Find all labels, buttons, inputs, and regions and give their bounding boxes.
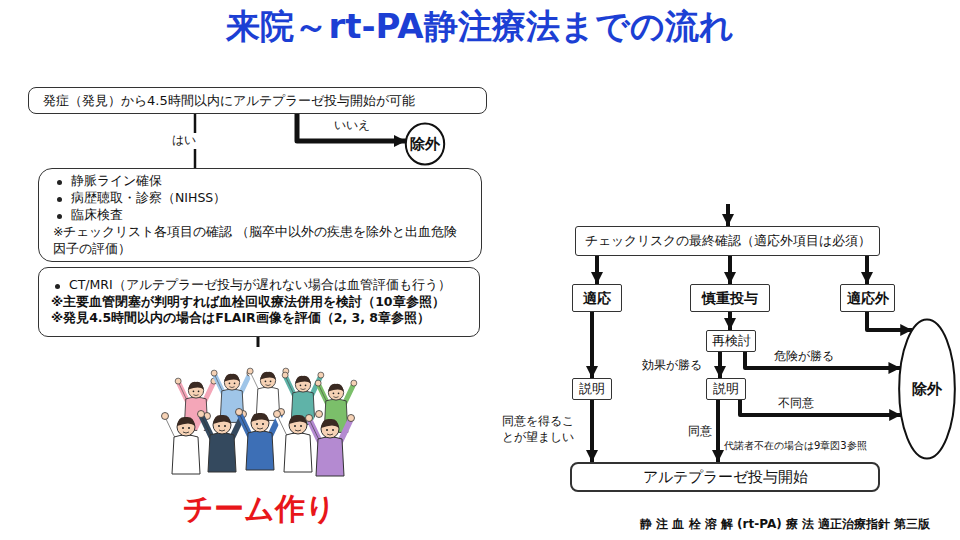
edge-label: 同意を得ることが望ましい [500, 414, 584, 445]
decision-box: 適応 [572, 284, 622, 312]
process-box: 説明 [706, 378, 746, 400]
node-text: チェックリスクの最終確認（適応外項目は必須） [585, 232, 871, 250]
decision-box: 適応外 [840, 284, 895, 312]
connector-arrow [718, 352, 722, 378]
text-row: 臨床検査 [53, 207, 467, 224]
node-text: 説明 [579, 380, 605, 398]
connector-arrow [590, 400, 594, 462]
connector-arrow [865, 256, 869, 284]
process-box: CT/MRI（アルテプラーゼ投与が遅れない場合は血管評価も行う）※主要血管閉塞が… [38, 267, 480, 337]
team-caption: チーム作り [183, 490, 336, 528]
incoming-arrow [726, 204, 730, 226]
process-box: 説明 [572, 378, 612, 400]
node-text: 除外 [410, 134, 440, 154]
text-row: 除外 [410, 134, 440, 154]
node-text: 臨床検査 [71, 207, 123, 224]
node-text: 適応外 [847, 289, 889, 308]
node-text: 病歴聴取・診察（NIHSS） [71, 190, 226, 207]
text-row: 再検討 [712, 332, 751, 350]
edge-label: いいえ [332, 118, 372, 134]
node-text: 再検討 [712, 332, 751, 350]
node-text: ※チェックリスト各項目の確認 （脳卒中以外の疾患を除外と出血危険因子の評価） [53, 224, 467, 258]
bullet-dot [57, 197, 62, 202]
process-box: 静脈ライン確保病歴聴取・診察（NIHSS）臨床検査※チェックリスト各項目の確認 … [38, 168, 482, 262]
exclude-ellipse: 除外 [898, 318, 956, 460]
process-box: アルテプラーゼ投与開始 [570, 462, 880, 492]
edge-label: 危険が勝る [772, 349, 836, 365]
text-row: CT/MRI（アルテプラーゼ投与が遅れない場合は血管評価も行う） [51, 277, 467, 294]
note-text: 代諾者不在の場合は9章図3参照 [724, 440, 867, 453]
node-text: 発症（発見）から4.5時間以内にアルテプラーゼ投与開始が可能 [43, 92, 415, 110]
text-row: ※主要血管閉塞が判明すれば血栓回収療法併用を検討（10章参照） [51, 294, 467, 311]
text-row: 適応 [583, 289, 611, 308]
node-text: アルテプラーゼ投与開始 [643, 467, 808, 487]
source-caption: 静 注 血 栓 溶 解 (rt-PA) 療 法 適正治療指針 第三版 [640, 517, 930, 532]
node-text: 説明 [713, 380, 739, 398]
text-row: 発症（発見）から4.5時間以内にアルテプラーゼ投与開始が可能 [43, 92, 472, 110]
team-illustration [162, 368, 357, 476]
node-text: ※発見4.5時間以内の場合はFLAIR画像を評価（2, 3, 8章参照） [51, 310, 430, 327]
edge-label: 効果が勝る [640, 358, 704, 374]
process-box: チェックリスクの最終確認（適応外項目は必須） [575, 226, 880, 256]
text-row: 慎重投与 [702, 289, 758, 308]
text-row: 説明 [713, 380, 739, 398]
edge-label: 不同意 [776, 396, 816, 412]
node-text: 適応 [583, 289, 611, 308]
node-text: 除外 [912, 379, 942, 399]
connector-arrow [716, 400, 720, 462]
text-row: 静脈ライン確保 [53, 173, 467, 190]
text-row: 病歴聴取・診察（NIHSS） [53, 190, 467, 207]
connector-arrow [867, 312, 912, 330]
text-row: 適応外 [847, 289, 889, 308]
edge-label: 同意 [686, 424, 714, 440]
decision-box: 慎重投与 [690, 284, 770, 312]
connector-arrow [595, 256, 599, 284]
edge-label: はい [170, 133, 198, 149]
connector-arrow [728, 312, 732, 330]
continuation-line [257, 337, 260, 347]
text-row: アルテプラーゼ投与開始 [643, 467, 808, 487]
text-row: ※チェックリスト各項目の確認 （脳卒中以外の疾患を除外と出血危険因子の評価） [53, 224, 467, 258]
connector-arrow [728, 256, 732, 284]
process-box: 発症（発見）から4.5時間以内にアルテプラーゼ投与開始が可能 [28, 87, 487, 114]
node-text: 静脈ライン確保 [71, 173, 162, 190]
text-row: 説明 [579, 380, 605, 398]
exclude-circle: 除外 [405, 123, 445, 165]
bullet-dot [55, 284, 60, 289]
connector-arrow [297, 114, 406, 141]
connector-arrow [590, 312, 594, 378]
bullet-dot [57, 180, 62, 185]
node-text: CT/MRI（アルテプラーゼ投与が遅れない場合は血管評価も行う） [69, 277, 451, 294]
text-row: ※発見4.5時間以内の場合はFLAIR画像を評価（2, 3, 8章参照） [51, 310, 467, 327]
bullet-dot [57, 214, 62, 219]
process-box: 再検討 [706, 330, 756, 352]
node-text: ※主要血管閉塞が判明すれば血栓回収療法併用を検討（10章参照） [51, 294, 445, 311]
node-text: 慎重投与 [702, 289, 758, 308]
slide-title: 来院～rt-PA静注療法までの流れ [0, 6, 960, 47]
connector-arrow [740, 400, 901, 415]
text-row: チェックリスクの最終確認（適応外項目は必須） [585, 232, 871, 250]
text-row: 除外 [912, 379, 942, 399]
